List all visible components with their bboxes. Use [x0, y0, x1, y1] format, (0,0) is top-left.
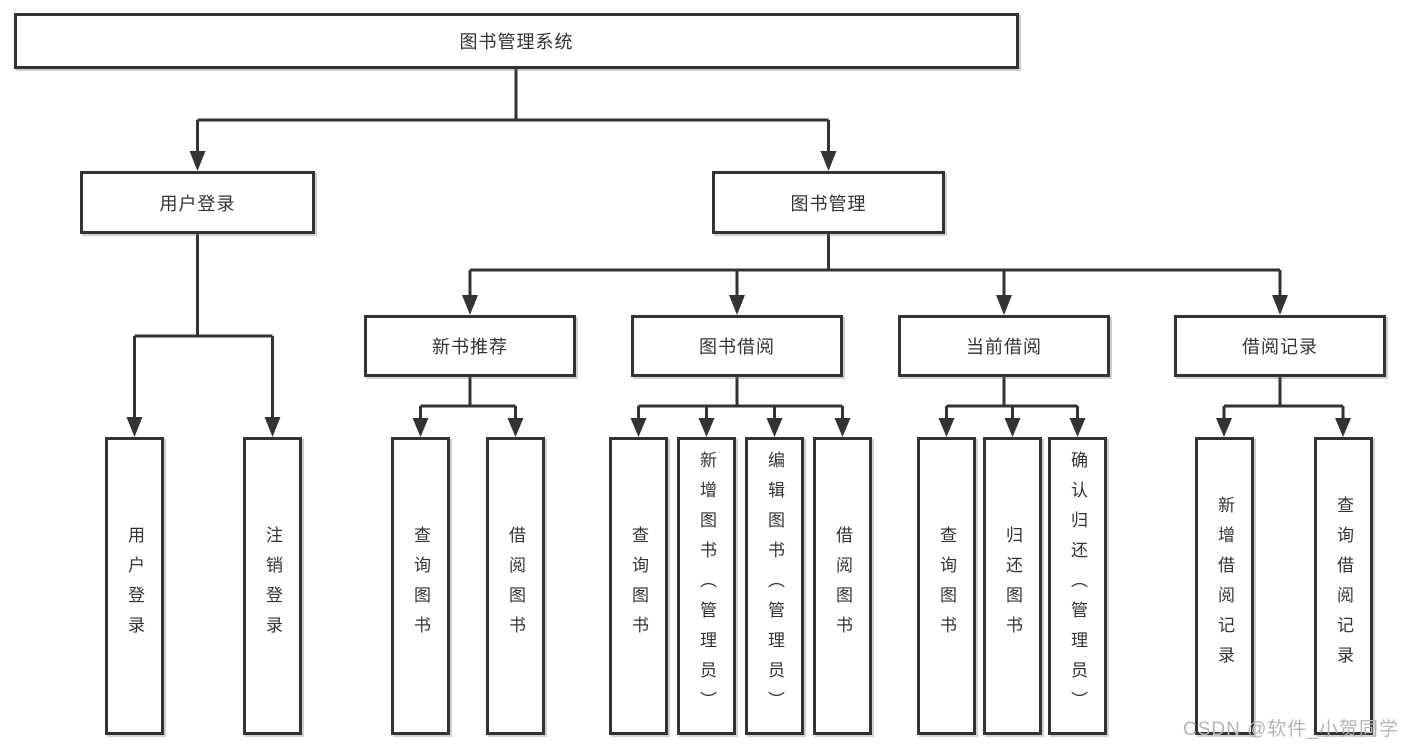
node-label: 图书管理系统: [459, 32, 574, 52]
arrowhead-down-icon: [1216, 418, 1351, 437]
node-label: 借阅图书: [833, 526, 852, 646]
connector-userlogin-to-leaves: [126, 234, 281, 437]
leaf-current-query-book: 查询图书: [917, 437, 976, 735]
node-book-management: 图书管理: [712, 171, 945, 234]
node-root-system: 图书管理系统: [14, 13, 1019, 69]
node-label: 借阅图书: [506, 526, 525, 646]
connector-borrowrecords-to-leaves: [1216, 377, 1351, 437]
node-borrow-records: 借阅记录: [1174, 315, 1386, 377]
node-label: 图书借阅: [699, 337, 775, 357]
node-new-book-recommend: 新书推荐: [364, 315, 576, 377]
node-label: 新增图书（管理员）: [697, 451, 716, 721]
leaf-records-add-record: 新增借阅记录: [1195, 437, 1254, 735]
node-label: 归还图书: [1003, 526, 1022, 646]
node-book-borrow: 图书借阅: [631, 315, 843, 377]
node-label: 新增借阅记录: [1215, 496, 1234, 676]
watermark: CSDN @软件_小贺同学: [1183, 719, 1399, 740]
connector-currentborrow-to-leaves: [938, 377, 1086, 437]
node-label: 查询图书: [937, 526, 956, 646]
connector-root-to-level2: [189, 69, 837, 171]
connector-bookborrow-to-leaves: [630, 377, 851, 437]
arrowhead-down-icon: [938, 418, 1086, 437]
leaf-borrow-borrow-book: 借阅图书: [813, 437, 872, 735]
node-label: 确认归还（管理员）: [1068, 451, 1087, 721]
leaf-borrow-add-book-admin: 新增图书（管理员）: [677, 437, 736, 735]
node-label: 新书推荐: [432, 337, 508, 357]
leaf-user-login: 用户登录: [105, 437, 164, 735]
arrowhead-down-icon: [630, 418, 851, 437]
node-label: 当前借阅: [966, 337, 1042, 357]
node-label: 查询图书: [629, 526, 648, 646]
node-label: 注销登录: [263, 526, 282, 646]
arrowhead-down-icon: [412, 418, 524, 437]
node-label: 编辑图书（管理员）: [765, 451, 784, 721]
leaf-newbook-query-book: 查询图书: [391, 437, 450, 735]
leaf-newbook-borrow-book: 借阅图书: [486, 437, 545, 735]
connector-bookmgmt-to-level3: [462, 234, 1288, 315]
leaf-borrow-edit-book-admin: 编辑图书（管理员）: [745, 437, 804, 735]
arrowhead-down-icon: [462, 295, 1288, 315]
node-label: 查询借阅记录: [1334, 496, 1353, 676]
node-label: 用户登录: [159, 193, 236, 214]
connector-newbookrec-to-leaves: [412, 377, 524, 437]
node-current-borrow: 当前借阅: [898, 315, 1110, 377]
node-label: 查询图书: [411, 526, 430, 646]
node-user-login: 用户登录: [80, 171, 315, 234]
leaf-records-query-record: 查询借阅记录: [1314, 437, 1373, 735]
leaf-current-return-book: 归还图书: [983, 437, 1042, 735]
arrowhead-down-icon: [126, 417, 281, 437]
leaf-borrow-query-book: 查询图书: [609, 437, 668, 735]
node-label: 用户登录: [125, 526, 144, 646]
node-label: 图书管理: [790, 193, 867, 214]
arrowhead-down-icon: [189, 151, 837, 171]
leaf-logout: 注销登录: [243, 437, 302, 735]
leaf-current-confirm-return-admin: 确认归还（管理员）: [1048, 437, 1107, 735]
node-label: 借阅记录: [1242, 337, 1318, 357]
